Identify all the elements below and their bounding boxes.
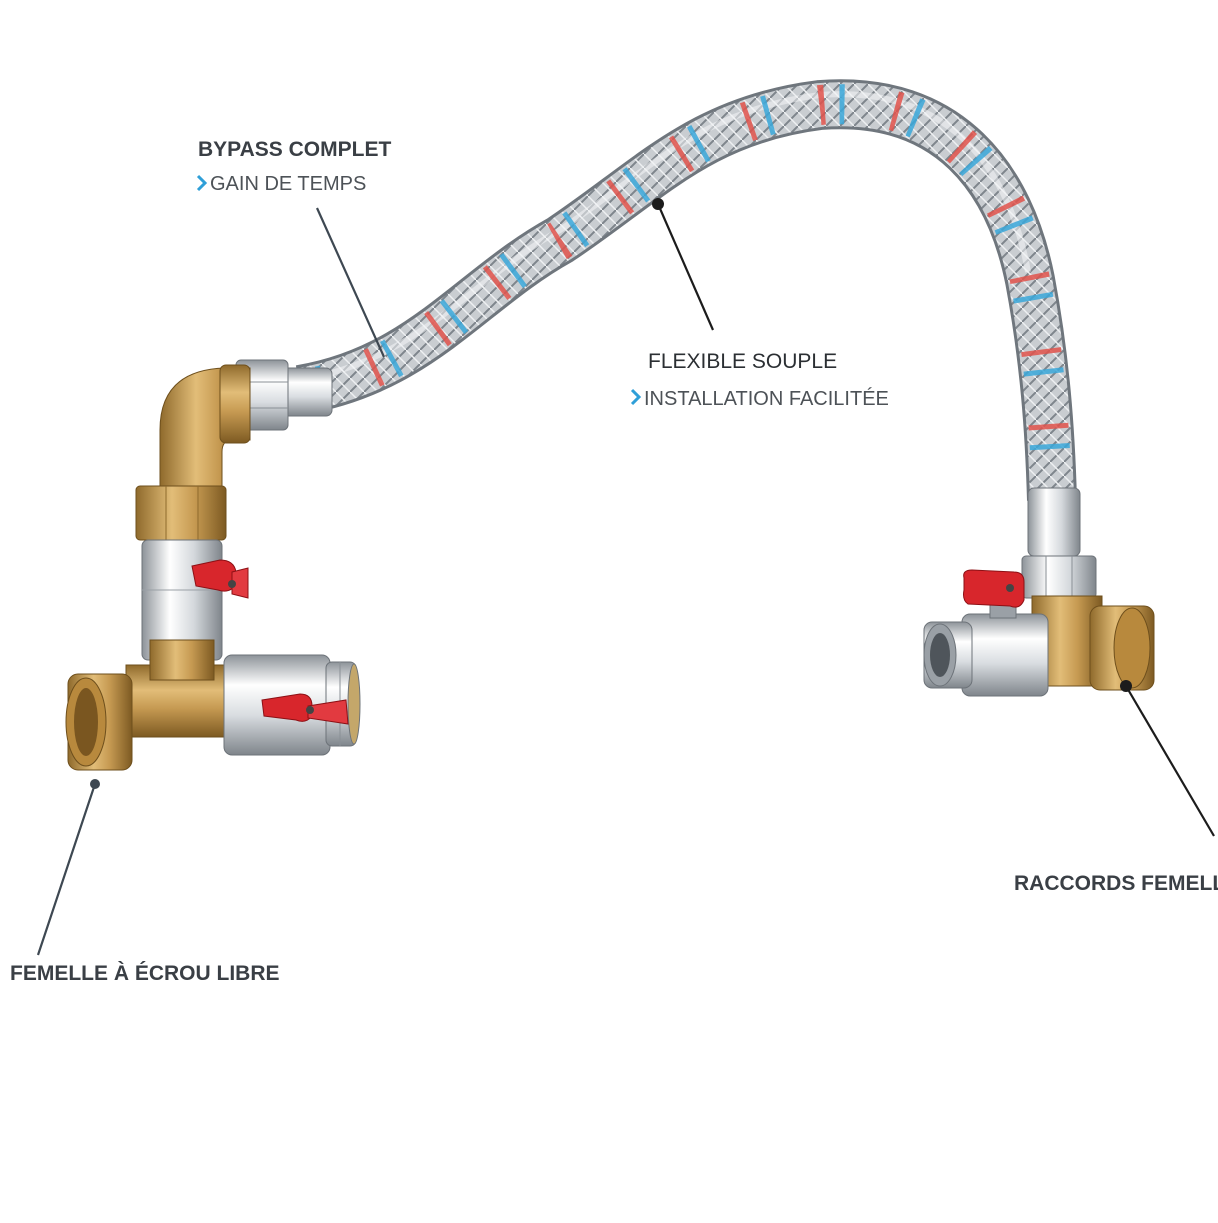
brass-hex-nut	[135, 485, 227, 541]
leader-dot	[90, 779, 100, 789]
leader-raccords	[1125, 685, 1215, 837]
label-raccords: RACCORDS FEMELLE	[1014, 872, 1218, 895]
leader-flexible	[656, 203, 715, 331]
valve-handle-red	[963, 569, 1025, 608]
chevron-right-icon	[630, 388, 642, 406]
label-femelle-title: FEMELLE À ÉCROU LIBRE	[10, 962, 280, 985]
leader-dot	[1120, 680, 1132, 692]
label-bypass: BYPASS COMPLET GAIN DE TEMPS	[196, 138, 391, 195]
ball-valve	[961, 613, 1049, 697]
left-bypass-assembly	[65, 359, 361, 771]
leader-femelle	[36, 783, 97, 956]
leader-dot	[652, 198, 664, 210]
leader-lines	[36, 203, 1215, 956]
leader-bypass	[315, 207, 386, 358]
flexible-hose	[295, 79, 1077, 501]
label-flexible-sub: INSTALLATION FACILITÉE	[644, 387, 889, 410]
chevron-right-icon	[196, 174, 208, 192]
label-femelle-ecrou: FEMELLE À ÉCROU LIBRE	[10, 962, 280, 985]
hex-nut	[1021, 555, 1097, 599]
right-bypass-assembly	[923, 487, 1155, 697]
label-flexible: FLEXIBLE SOUPLE INSTALLATION FACILITÉE	[630, 350, 889, 410]
label-bypass-title: BYPASS COMPLET	[198, 138, 391, 161]
label-flexible-title: FLEXIBLE SOUPLE	[648, 350, 837, 373]
label-raccords-title: RACCORDS FEMELLE	[1014, 872, 1218, 895]
label-bypass-sub: GAIN DE TEMPS	[210, 173, 366, 195]
